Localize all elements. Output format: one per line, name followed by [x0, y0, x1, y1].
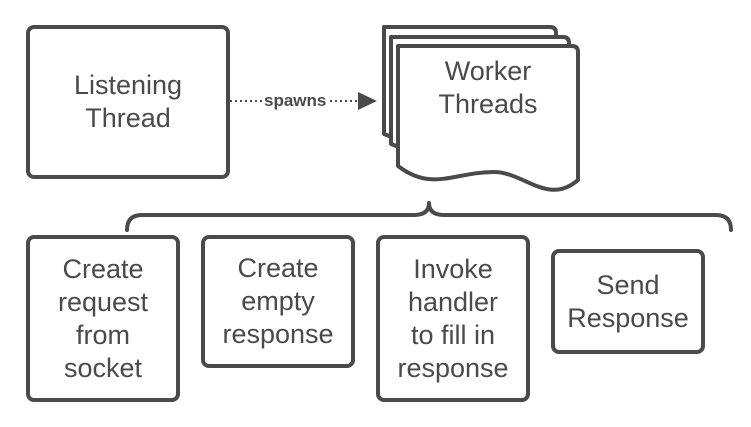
worker-threads-label: Worker Threads [438, 56, 538, 119]
worker-threads-doc-front [396, 44, 580, 192]
create-response-label: Create empty response [222, 253, 334, 349]
spawns-label: spawns [262, 91, 329, 111]
create-request-box [26, 235, 180, 402]
invoke-handler-box [376, 235, 530, 402]
create-request-label: Create request from socket [57, 253, 149, 383]
create-response-box [201, 235, 355, 368]
worker-threads-stack [382, 25, 580, 192]
listening-thread-label: Listening Thread [73, 70, 183, 133]
spawns-arrowhead [358, 92, 377, 110]
send-response-label: Send Response [567, 269, 689, 333]
worker-threads-brace [125, 201, 733, 232]
invoke-handler-label: Invoke handler to fill in response [397, 253, 509, 383]
send-response-box [551, 249, 705, 354]
listening-thread-box [26, 25, 230, 179]
